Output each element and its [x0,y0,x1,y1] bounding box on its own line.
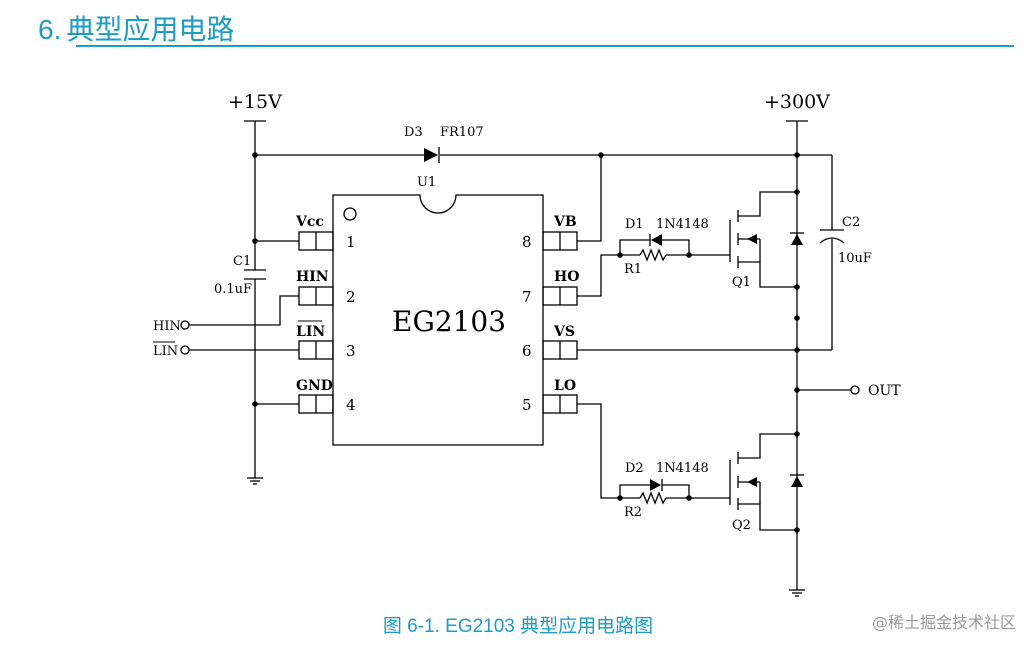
c2-ref: C2 [842,215,860,230]
wire-d1-left [619,239,650,255]
r1-ref: R1 [624,262,642,277]
section-number: 6. [38,14,62,45]
pin-8 [542,231,578,251]
pin-7-label: HO [554,269,579,285]
wire-lo [577,403,620,499]
c2-value: 10uF [838,251,872,266]
pin-7-number: 7 [522,288,532,306]
pin-5-label: LO [554,378,576,394]
junction-dot [794,527,800,533]
wire-vb [577,155,602,242]
pin-5-number: 5 [522,396,532,414]
junction-dot [794,315,800,321]
pin-1-label: Vcc [295,214,324,230]
pin-4-label: GND [296,378,333,394]
pin-8-number: 8 [522,233,532,251]
wire-d2-right [662,484,690,498]
c1-ref: C1 [233,254,251,269]
heading-underline [76,45,1014,47]
c1-value: 0.1uF [214,282,252,297]
hin-input-label: HIN [153,319,181,334]
pin-2-number: 2 [346,288,356,306]
pin-1 [298,231,334,251]
lin-terminal [180,345,190,355]
r2-ref: R2 [624,505,642,520]
chip-u1 [332,194,544,446]
d1-ref: D1 [625,217,644,232]
pin-4-number: 4 [346,396,356,414]
pin-6 [542,340,578,360]
diode-d1 [649,234,662,246]
pin-6-number: 6 [522,342,532,360]
wire-d2-left [619,484,650,498]
pin-2-label: HIN [296,269,329,285]
supply-300v-label: +300V [764,91,830,113]
figure-caption: 图 6-1. EG2103 典型应用电路图 [382,616,654,637]
pin-5 [542,394,578,414]
q1-ref: Q1 [732,275,751,290]
pin-7 [542,286,578,306]
pin-1-number: 1 [346,233,356,251]
pin-3-label: LIN [296,324,325,340]
d3-ref: D3 [404,125,423,140]
mosfet-q2 [729,433,797,531]
pin-2 [298,286,334,306]
pin-8-label: VB [553,214,577,230]
chip-name: EG2103 [392,305,506,338]
wire-d1-right [662,239,690,255]
junction-dot [794,152,800,158]
d2-value: 1N4148 [656,461,709,476]
pin-3-number: 3 [346,342,356,360]
section-heading: 6. 典型应用电路 [38,8,1014,48]
wire-hin [189,295,299,326]
resistor-r2 [639,491,667,505]
q2-ref: Q2 [732,518,751,533]
body-diode-q2 [790,474,804,487]
d3-value: FR107 [440,125,484,140]
resistor-r1 [639,248,667,262]
diode-d3 [424,147,440,163]
pin-6-label: VS [553,324,575,340]
junction-dot [252,152,258,158]
junction-dot [252,401,258,407]
out-label: OUT [868,383,901,399]
ground-symbol-right [789,589,805,597]
lin-input-label: LIN [153,344,178,359]
supply-15v-label: +15V [228,91,282,113]
junction-dot [794,387,800,393]
d2-ref: D2 [625,461,644,476]
diode-d2 [650,479,663,491]
d1-value: 1N4148 [656,217,709,232]
junction-dot [252,238,258,244]
wire-ho [577,254,620,297]
watermark: @稀土掘金技术社区 [871,613,1016,632]
pin-3 [298,340,334,360]
mosfet-q1 [729,191,797,288]
hin-terminal [180,320,190,330]
ground-symbol-left [247,477,263,485]
junction-dot [794,431,800,437]
chip-ref: U1 [417,175,436,190]
c2-plate-bottom [819,237,845,244]
out-terminal [850,385,860,395]
section-title: 典型应用电路 [66,13,235,46]
pin-4 [298,394,334,414]
